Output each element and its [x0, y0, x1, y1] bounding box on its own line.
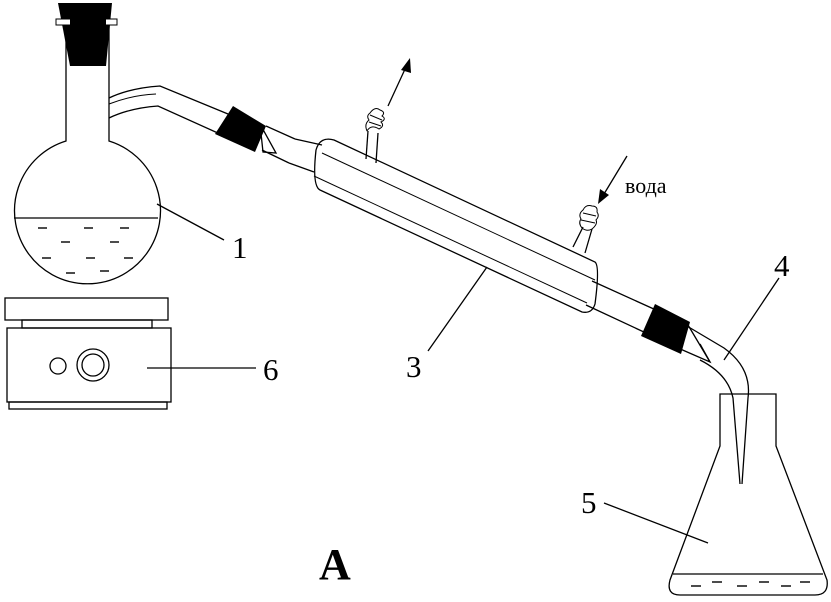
hotplate-indicator-light [49, 357, 67, 375]
water-outlet-nozzle [365, 108, 385, 164]
hot-plate [4, 297, 172, 410]
receiver-adapter [659, 309, 750, 485]
water-out-arrow [387, 58, 411, 107]
condenser-inlet-stopper [215, 106, 278, 154]
liebig-condenser [261, 108, 657, 334]
leader-line-4 [723, 277, 780, 361]
label-flask: 1 [232, 230, 248, 265]
round-bottom-flask [13, 3, 229, 285]
label-adapter: 4 [774, 248, 790, 283]
figure-letter: А [319, 540, 351, 589]
leader-line-3 [427, 266, 488, 352]
receiving-flask [668, 393, 828, 596]
flask-liquid [38, 227, 133, 274]
label-condenser: 3 [406, 349, 422, 384]
water-inlet-nozzle [572, 205, 599, 254]
water-in-arrow [598, 155, 628, 204]
hotplate-knob [76, 348, 110, 382]
leader-line-5 [603, 502, 709, 544]
label-receiver: 5 [581, 485, 597, 520]
label-hotplate: 6 [263, 352, 279, 387]
receiver-liquid [691, 581, 810, 587]
leader-line-1 [156, 203, 225, 241]
outlet-stopper [641, 304, 690, 354]
water-label: вода [625, 173, 667, 198]
